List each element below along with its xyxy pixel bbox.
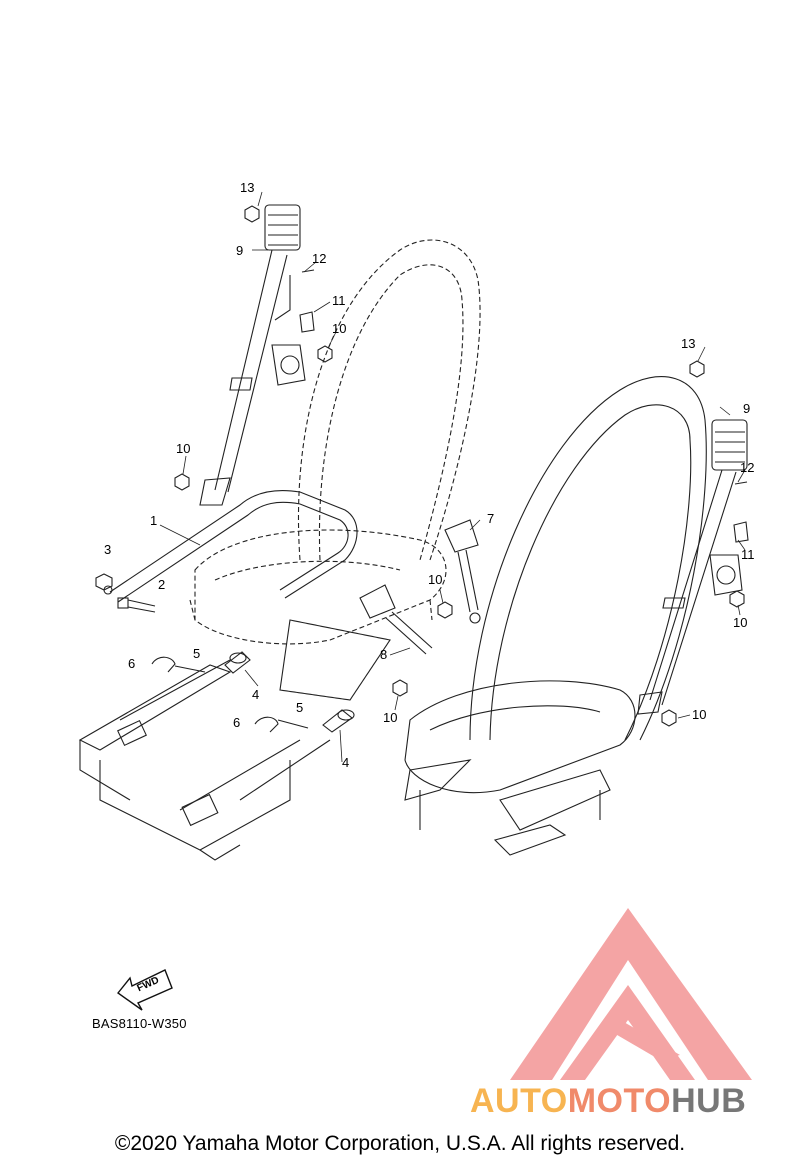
watermark-auto: AUTO [470, 1082, 568, 1120]
bolt-2 [117, 597, 156, 613]
label-10-right-upper: 10 [733, 615, 748, 630]
bolt-10-mid [437, 601, 453, 619]
label-10-low: 10 [383, 710, 398, 725]
seat-frame [78, 659, 331, 861]
label-9-left: 9 [236, 243, 244, 258]
bushing-4a [224, 651, 251, 674]
label-10-left-upper: 10 [332, 321, 347, 336]
automotohub-logo-icon [510, 908, 752, 1080]
pin-5b [277, 719, 309, 729]
label-9-right: 9 [743, 401, 751, 416]
automotohub-watermark: AUTOMOTOHUB [470, 1082, 746, 1121]
bolt-11-left [299, 311, 315, 333]
label-7: 7 [487, 511, 495, 526]
copyright-notice: ©2020 Yamaha Motor Corporation, U.S.A. A… [114, 1132, 686, 1155]
left-bolt-10-lower [174, 473, 190, 491]
label-2: 2 [158, 577, 166, 592]
left-bolt-10-upper [317, 345, 333, 363]
label-6b: 6 [233, 715, 241, 730]
watermark-moto: MOTO [567, 1082, 672, 1120]
buckle-8 [279, 584, 433, 701]
leader-lines [159, 191, 746, 763]
right-seat [404, 376, 707, 856]
clip-12-right [734, 481, 748, 485]
left-retractor [271, 344, 306, 386]
label-8: 8 [380, 647, 388, 662]
label-4a: 4 [252, 687, 260, 702]
label-12-right: 12 [740, 460, 755, 475]
bolt-10-right-lower [661, 709, 677, 727]
left-seat [189, 239, 481, 645]
label-5a: 5 [193, 646, 201, 661]
right-seat-belt [637, 419, 748, 715]
label-4b: 4 [342, 755, 350, 770]
label-13-left: 13 [240, 180, 255, 195]
label-11-left: 11 [332, 293, 346, 308]
label-12-left: 12 [312, 251, 327, 266]
buckle-7 [444, 519, 481, 624]
label-10-mid: 10 [428, 572, 443, 587]
clip-6a [151, 656, 176, 673]
diagram-code: BAS8110-W350 [92, 1016, 187, 1031]
bolt-10-right-upper [729, 590, 745, 608]
label-10-left-lower: 10 [176, 441, 191, 456]
label-13-right: 13 [681, 336, 696, 351]
label-5b: 5 [296, 700, 304, 715]
bolt-13-right [689, 360, 705, 378]
bolt-10-low [392, 679, 408, 697]
bolt-11-right [733, 521, 749, 543]
label-3: 3 [104, 542, 112, 557]
clip-6b [254, 716, 279, 733]
right-retractor [709, 554, 743, 596]
watermark-hub: HUB [671, 1082, 747, 1120]
bolt-13-left [244, 205, 260, 223]
nut-3 [95, 573, 113, 591]
bushing-4b [322, 709, 355, 733]
left-seat-belt [199, 204, 301, 506]
label-10-right-lower: 10 [692, 707, 707, 722]
label-6a: 6 [128, 656, 136, 671]
label-11-right: 11 [741, 547, 755, 562]
pin-5a [174, 665, 206, 673]
label-1: 1 [150, 513, 158, 528]
fwd-arrow-icon [116, 969, 173, 1011]
